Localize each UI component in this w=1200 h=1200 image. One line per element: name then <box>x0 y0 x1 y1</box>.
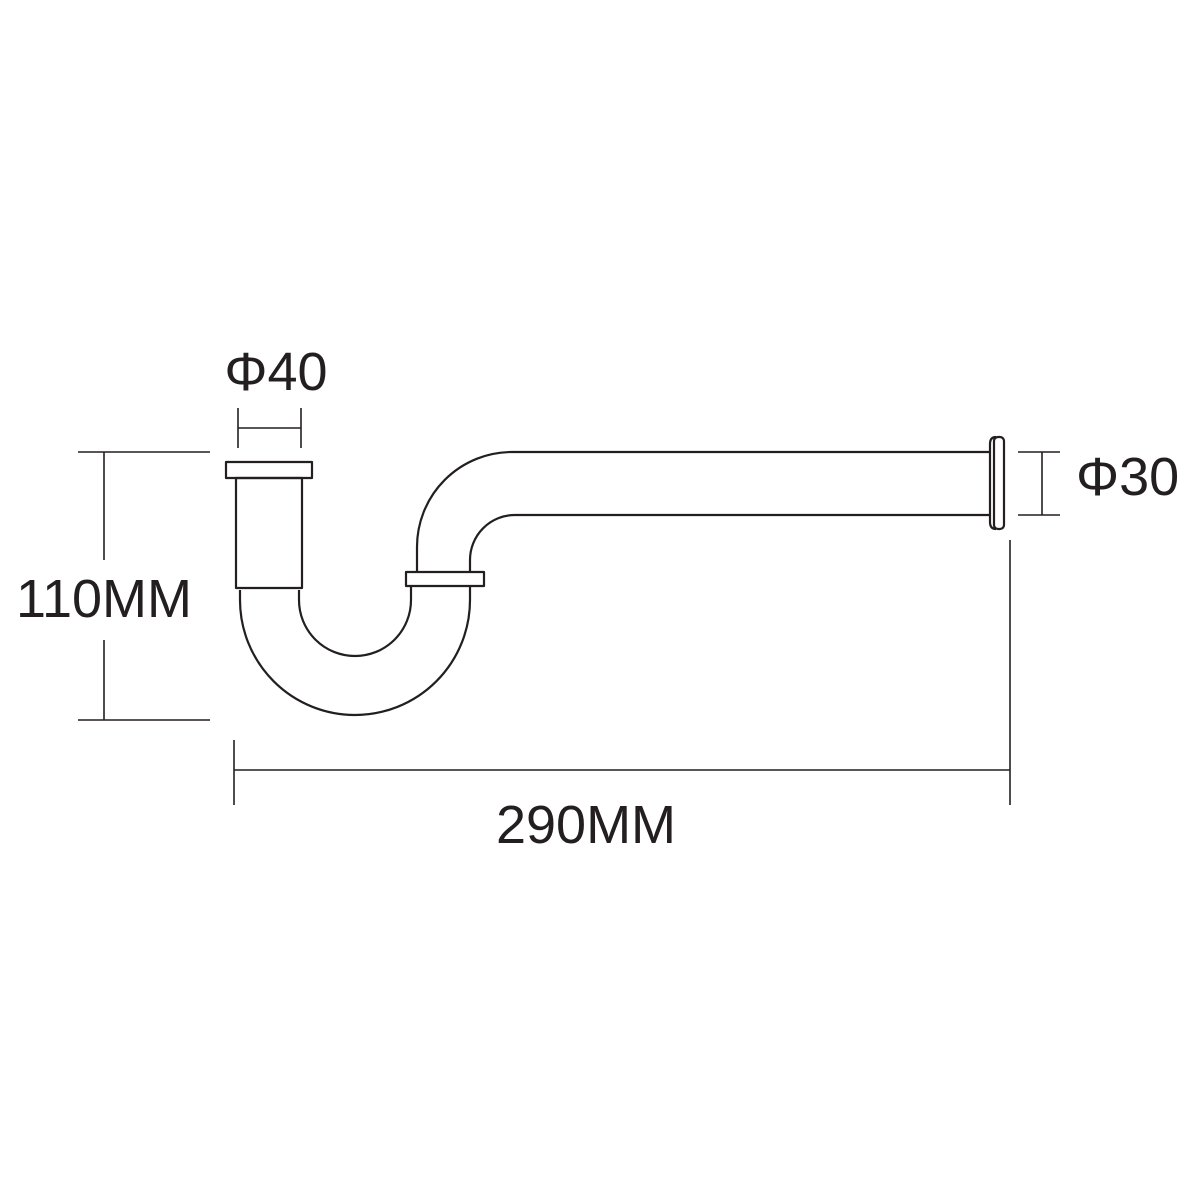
bend-outer <box>415 450 990 572</box>
inlet-diameter-label: Φ40 <box>224 342 327 402</box>
dimension-height: 110MM <box>16 451 210 721</box>
length-label: 290MM <box>496 795 676 855</box>
dimension-inlet-diameter: Φ40 <box>224 342 328 448</box>
height-label: 110MM <box>16 569 192 629</box>
dimension-length: 290MM <box>233 540 1011 855</box>
p-trap-pipe <box>224 435 1006 717</box>
inlet-flange <box>224 460 314 480</box>
u-bend-inner <box>297 586 413 658</box>
outlet-flange-edge <box>988 435 997 531</box>
u-bend-outer <box>238 586 472 717</box>
bend-inner <box>468 513 990 572</box>
outlet-diameter-label: Φ30 <box>1076 447 1179 507</box>
joint-ring <box>404 570 486 588</box>
dimension-outlet-diameter: Φ30 <box>1018 447 1179 516</box>
inlet-tube <box>234 476 304 590</box>
outlet-flange-plate <box>992 435 1006 531</box>
